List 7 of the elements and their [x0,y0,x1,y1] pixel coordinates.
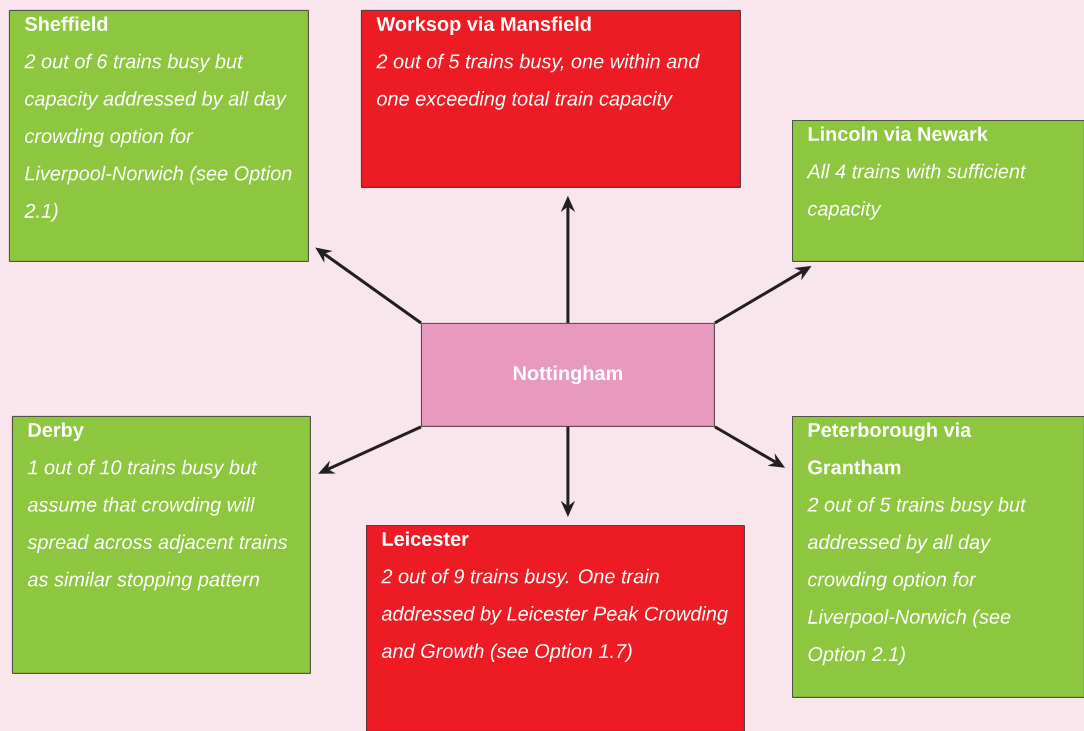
process-box: Leicester 2 out of 9 trains busy. One train addressed by Leicester Peak Crowding and Growth (see Option 1.7) [366,525,745,731]
process-box: Worksop via Mansfield 2 out of 5 trains busy, one within and one exceeding total train capacity [361,10,741,188]
hub-box: Nottingham [421,323,715,427]
process-box: Sheffield 2 out of 6 trains busy but capacity addressed by all day crowding option for Liverpool-Norwich (see Option 2.1) [9,10,309,262]
process-box: Lincoln via Newark All 4 trains with sufficient capacity [792,120,1084,262]
process-box: Derby 1 out of 10 trains busy but assume that crowding will spread across adjacent trains as similar stopping pattern [12,416,311,674]
process-box: Peterborough via Grantham 2 out of 5 trains busy but addressed by all day crowding option for Liverpool-Norwich (see Option 2.1) [792,416,1084,698]
